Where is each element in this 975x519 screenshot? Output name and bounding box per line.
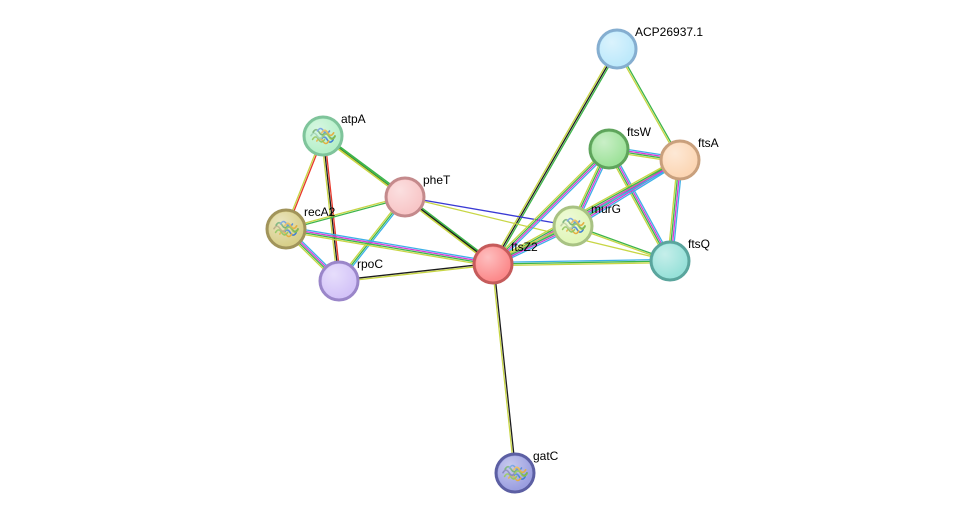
edge-ftsZ2-gatC[interactable] (491, 263, 517, 474)
node-pheT[interactable]: pheT (384, 173, 451, 218)
edge-evidence-line (493, 49, 620, 266)
edge-ACP26937.1-ftsZ2[interactable] (490, 47, 620, 266)
edge-evidence-line (493, 263, 517, 474)
edge-rpoC-ftsZ2[interactable] (338, 262, 494, 283)
edge-evidence-line (322, 135, 340, 282)
node-ftsQ[interactable]: ftsQ (649, 237, 710, 282)
edge-evidence-line (607, 148, 670, 263)
edge-evidence-line (492, 148, 611, 266)
edge-evidence-line (492, 258, 671, 264)
edge-evidence-line (404, 196, 671, 262)
edge-evidence-line (492, 261, 671, 267)
edge-ftsW-ftsZ2[interactable] (490, 146, 612, 267)
node-highlight (476, 247, 510, 281)
node-layer: ACP26937.1 atpA ftsW ftsA pheT recA2 murG ftsZ2… (265, 25, 719, 494)
node-ftsA[interactable]: ftsA (659, 136, 719, 181)
edge-evidence-line (285, 225, 495, 263)
edge-evidence-line (490, 47, 617, 264)
edge-evidence-line (285, 195, 406, 229)
edge-evidence-line (615, 48, 680, 162)
edge-ACP26937.1-ftsA[interactable] (615, 47, 682, 162)
node-ftsW[interactable]: ftsW (588, 125, 652, 170)
edge-evidence-line (323, 135, 342, 282)
edge-evidence-line (338, 264, 494, 283)
edge-ftsZ2-ftsQ[interactable] (492, 258, 671, 267)
node-ACP26937.1[interactable]: ACP26937.1 (596, 25, 703, 70)
node-atpA[interactable]: atpA (302, 112, 366, 157)
edge-evidence-line (491, 263, 515, 474)
node-label: ftsA (698, 136, 719, 150)
edge-evidence-line (285, 229, 494, 266)
node-label: recA2 (304, 205, 336, 219)
edge-evidence-line (617, 47, 682, 161)
node-label: gatC (533, 449, 559, 463)
node-label: pheT (423, 173, 451, 187)
node-gatC[interactable]: gatC (494, 449, 559, 494)
edge-pheT-murG[interactable] (404, 196, 574, 227)
edge-pheT-ftsQ[interactable] (404, 196, 671, 262)
node-rpoC[interactable]: rpoC (318, 257, 383, 302)
edge-recA2-ftsZ2[interactable] (284, 225, 495, 268)
edge-evidence-line (610, 147, 673, 261)
node-highlight (663, 143, 697, 177)
edge-evidence-line (572, 160, 682, 228)
edge-evidence-line (320, 135, 339, 282)
edge-evidence-line (490, 146, 608, 263)
edge-ftsW-ftsQ[interactable] (606, 147, 673, 263)
node-murG[interactable]: murG (552, 202, 621, 247)
node-highlight (556, 209, 590, 243)
node-highlight (653, 244, 687, 278)
edge-evidence-line (491, 147, 610, 265)
node-label: ACP26937.1 (635, 25, 703, 39)
node-label: atpA (341, 112, 366, 126)
node-ftsZ2[interactable]: ftsZ2 (472, 240, 538, 285)
node-highlight (306, 119, 340, 153)
node-label: ftsZ2 (511, 240, 538, 254)
edge-pheT-recA2[interactable] (285, 195, 406, 231)
node-highlight (388, 180, 422, 214)
node-highlight (592, 132, 626, 166)
edge-evidence-line (284, 230, 494, 268)
node-label: ftsW (627, 125, 652, 139)
edge-evidence-line (606, 149, 669, 263)
node-label: ftsQ (688, 237, 710, 251)
node-label: rpoC (357, 257, 383, 271)
edge-evidence-line (285, 197, 406, 231)
edge-evidence-line (494, 150, 612, 267)
node-highlight (269, 212, 303, 246)
node-highlight (498, 456, 532, 490)
edge-evidence-line (492, 48, 618, 265)
edge-evidence-line (573, 161, 682, 229)
edge-atpA-rpoC[interactable] (320, 135, 342, 282)
edge-evidence-line (404, 196, 574, 227)
node-highlight (600, 32, 634, 66)
node-recA2[interactable]: recA2 (265, 205, 336, 250)
node-highlight (322, 264, 356, 298)
edge-evidence-line (609, 147, 672, 262)
edge-evidence-line (338, 262, 494, 281)
edge-evidence-line (492, 260, 671, 265)
node-label: murG (591, 202, 621, 216)
edge-evidence-line (285, 227, 494, 264)
